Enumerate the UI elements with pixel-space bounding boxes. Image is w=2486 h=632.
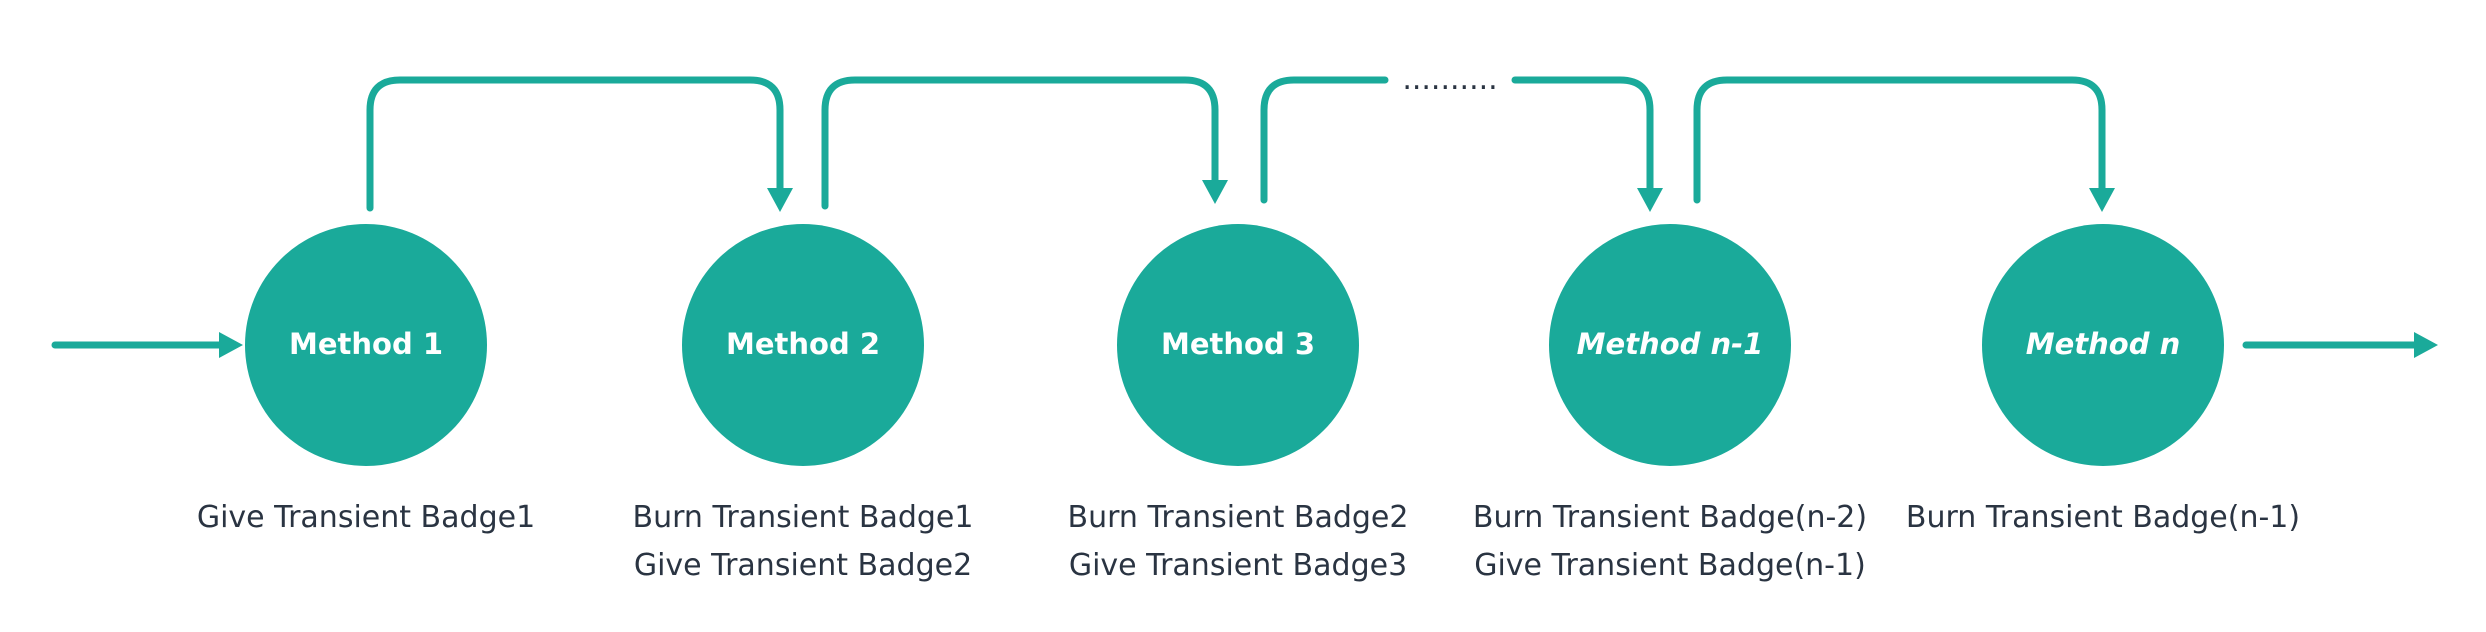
method-node-n-minus-1: Method n-1 Burn Transient Badge(n-2) Giv… [1473,224,1867,583]
entry-arrow [51,332,243,358]
method-node-circle [1117,224,1359,466]
method-node-n: Method n Burn Transient Badge(n-1) [1906,224,2300,535]
method-node-circle [682,224,924,466]
connector-2-to-3 [821,76,1228,210]
method-node-circle [1549,224,1791,466]
method-node-caption: Give Transient Badge1 [197,500,535,535]
ellipsis-gap: .......... [1402,62,1497,97]
method-node-circle [1982,224,2224,466]
method-node-label: Method n [2026,327,2180,361]
method-node-3: Method 3 Burn Transient Badge2 Give Tran… [1068,224,1409,583]
method-node-caption: Burn Transient Badge(n-2) [1473,500,1867,535]
connector-3-to-n-1 [1260,76,1663,212]
method-node-1: Method 1 Give Transient Badge1 [197,224,535,535]
method-node-circle [245,224,487,466]
method-node-caption: Give Transient Badge3 [1069,548,1407,583]
method-node-caption: Burn Transient Badge1 [633,500,974,535]
method-node-2: Method 2 Burn Transient Badge1 Give Tran… [633,224,974,583]
method-node-caption: Burn Transient Badge2 [1068,500,1409,535]
method-node-label: Method 2 [726,327,880,361]
exit-arrow [2242,332,2438,358]
method-node-caption: Burn Transient Badge(n-1) [1906,500,2300,535]
connector-n-1-to-n [1693,76,2115,212]
method-node-label: Method 1 [289,327,443,361]
method-node-label: Method 3 [1161,327,1315,361]
method-node-caption: Give Transient Badge(n-1) [1474,548,1866,583]
method-node-label: Method n-1 [1577,327,1764,361]
method-node-caption: Give Transient Badge2 [634,548,972,583]
connector-1-to-2 [366,76,793,212]
